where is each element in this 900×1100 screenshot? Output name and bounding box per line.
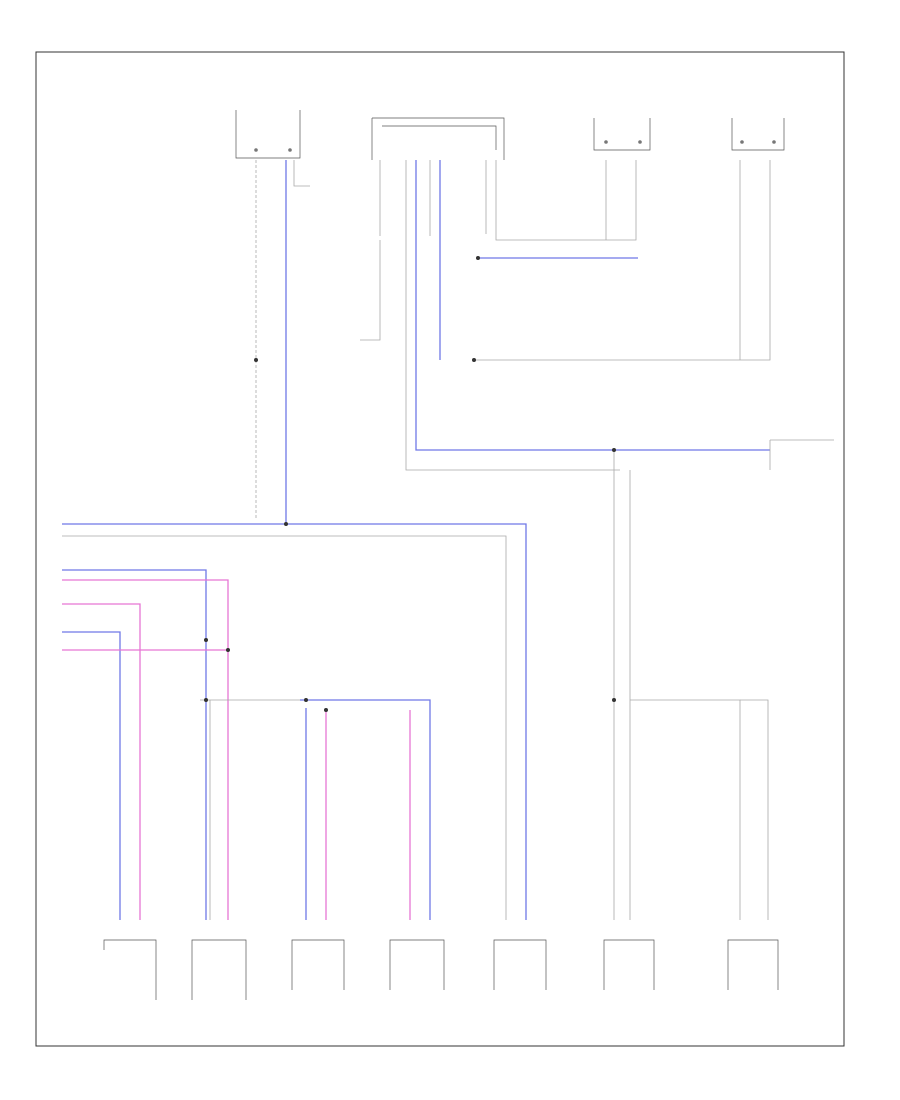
top-connector-left xyxy=(235,110,301,159)
top-connector-right-2 xyxy=(731,118,785,151)
top-connector-center xyxy=(371,117,505,160)
bottom-connector-7 xyxy=(727,939,779,990)
bottom-connector-6 xyxy=(603,939,655,990)
bottom-connector-1 xyxy=(103,939,157,1000)
top-connector-right-1 xyxy=(593,118,651,151)
bottom-connector-2 xyxy=(191,939,247,1000)
bottom-connector-5 xyxy=(493,939,547,990)
diagram-frame xyxy=(35,51,845,1047)
bottom-connector-3 xyxy=(291,939,345,990)
bottom-connector-4 xyxy=(389,939,445,990)
